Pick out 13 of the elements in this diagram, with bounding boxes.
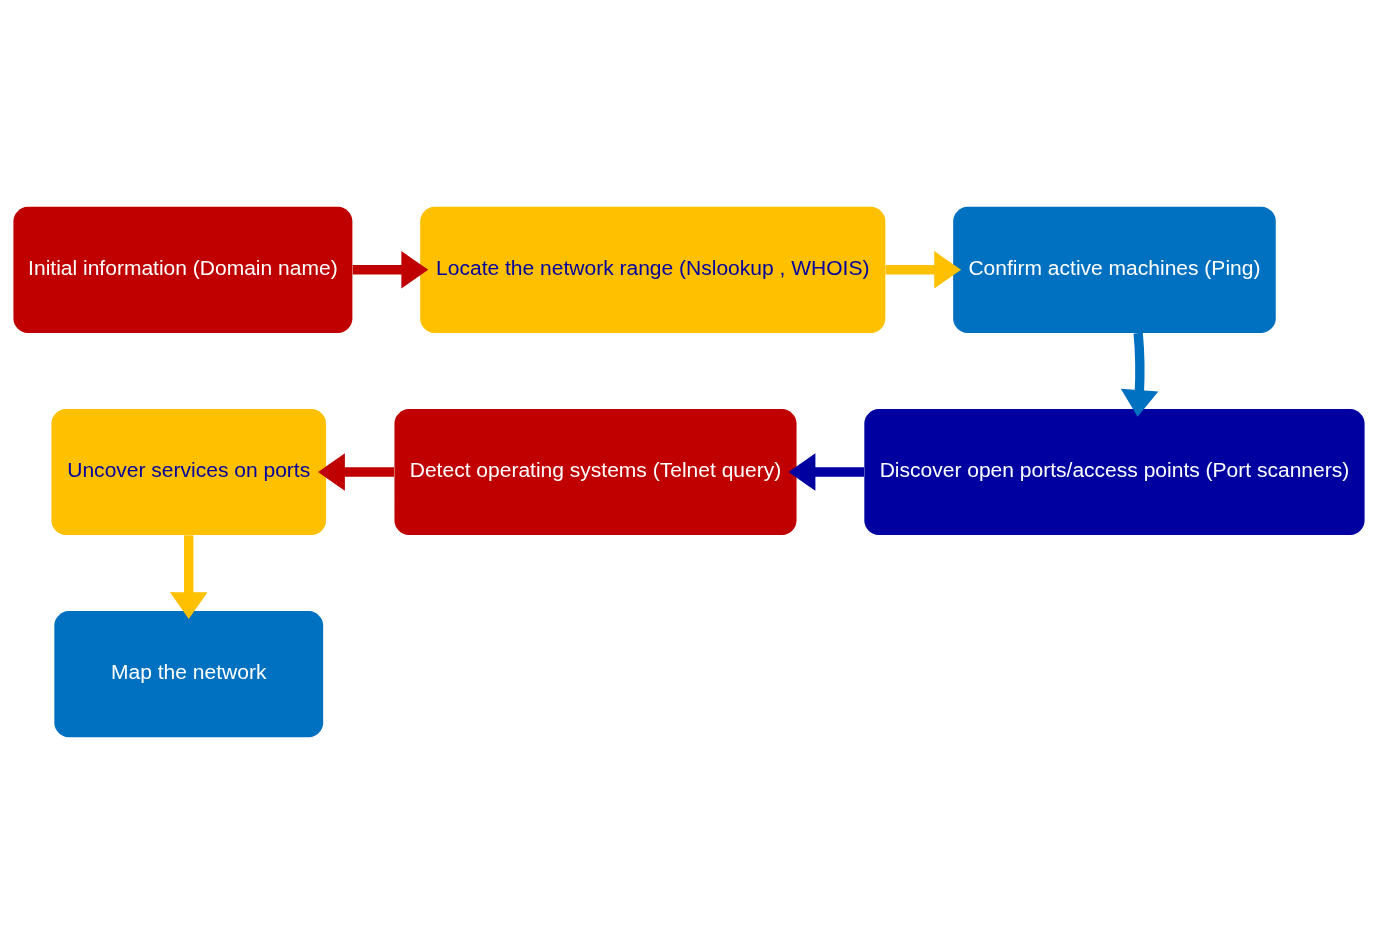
node-box: Locate the network range (Nslookup , WHOIS)	[420, 206, 886, 333]
arrow	[885, 250, 962, 289]
arrow	[352, 250, 429, 289]
node-box: Map the network	[54, 610, 324, 737]
arrow	[318, 452, 395, 491]
arrow	[1120, 332, 1159, 417]
node-box: Confirm active machines (Ping)	[953, 206, 1276, 333]
node-box: Discover open ports/access points (Port scanners)	[864, 408, 1365, 535]
arrow	[788, 452, 865, 491]
node-box: Initial information (Domain name)	[13, 206, 353, 333]
node-box: Detect operating systems (Telnet query)	[394, 408, 797, 535]
node-box: Uncover services on ports	[51, 408, 327, 535]
arrow	[169, 534, 208, 619]
